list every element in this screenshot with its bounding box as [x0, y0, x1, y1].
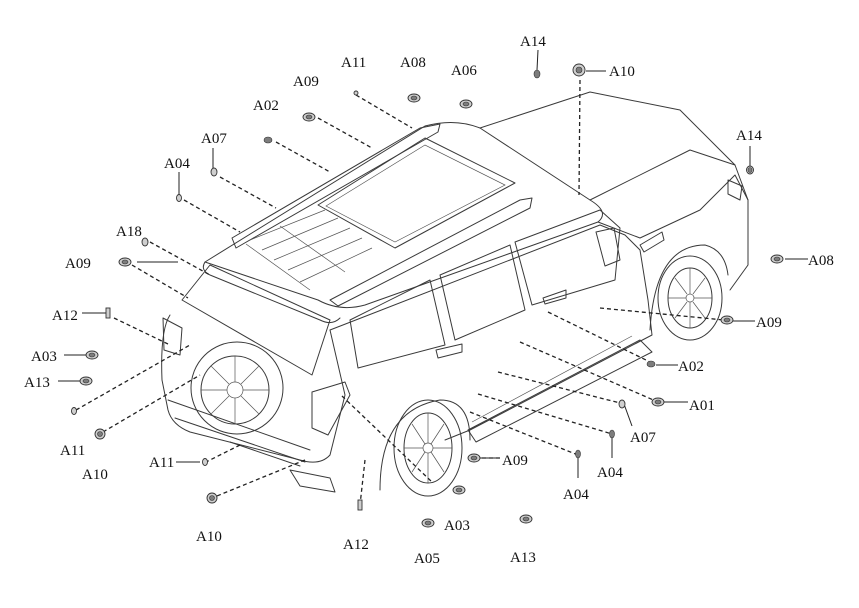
label-a07-right: A07	[630, 430, 656, 446]
label-a14-roof: A14	[520, 34, 546, 50]
plug-a08-right	[770, 254, 784, 264]
label-a07-roof: A07	[201, 131, 227, 147]
label-a12-bottom: A12	[343, 537, 369, 553]
plug-a08-roof	[407, 93, 421, 103]
rear-wheel	[379, 399, 471, 497]
spare-wheel	[190, 341, 284, 435]
front-wheel	[649, 244, 729, 341]
label-a12-left: A12	[52, 308, 78, 324]
label-a04-roof: A04	[164, 156, 190, 172]
label-a08-right: A08	[808, 253, 834, 269]
label-a06: A06	[451, 63, 477, 79]
plug-a09-left	[118, 257, 132, 267]
label-a10-bottom: A10	[196, 529, 222, 545]
plug-a11-roof	[353, 90, 359, 96]
label-a02-right: A02	[678, 359, 704, 375]
leader-lines	[58, 49, 808, 506]
plug-a02-right	[646, 360, 656, 368]
plug-a04-right-1	[575, 449, 581, 459]
plug-a10-bottom	[206, 492, 218, 504]
label-a05: A05	[414, 551, 440, 567]
label-a11-left: A11	[60, 443, 85, 459]
plug-a10-left	[94, 428, 106, 440]
label-a09-roof: A09	[293, 74, 319, 90]
plug-a13-left	[79, 376, 93, 386]
label-a04-right-1: A04	[563, 487, 589, 503]
plug-a13-bottom	[519, 514, 533, 524]
label-a11-roof: A11	[341, 55, 366, 71]
label-a03-left: A03	[31, 349, 57, 365]
label-a10-roof: A10	[609, 64, 635, 80]
label-a18: A18	[116, 224, 142, 240]
plug-a12-left	[105, 307, 111, 319]
label-a09-right: A09	[756, 315, 782, 331]
plug-a04-roof	[176, 194, 182, 202]
label-a03-bottom: A03	[444, 518, 470, 534]
plug-a12-bottom	[357, 499, 363, 511]
callout-labels: A11 A08 A06 A14 A10 A09 A02 A07 A04 A18 …	[24, 34, 834, 567]
label-a13-bottom: A13	[510, 550, 536, 566]
plug-a11-bottom	[202, 458, 208, 466]
label-a04-right-2: A04	[597, 465, 623, 481]
plug-a03-left	[85, 350, 99, 360]
plug-a14-right	[746, 165, 754, 175]
plug-a02-roof	[263, 136, 273, 144]
plug-a03-bottom	[452, 485, 466, 495]
label-a11-bottom: A11	[149, 455, 174, 471]
plug-a09-right	[720, 315, 734, 325]
plug-a11-left	[71, 407, 77, 415]
plug-a07-right	[618, 399, 626, 409]
label-a02-roof: A02	[253, 98, 279, 114]
label-a10-left: A10	[82, 467, 108, 483]
plug-a07-roof	[210, 167, 218, 177]
plug-a14-roof	[533, 69, 541, 79]
plug-symbols	[71, 63, 784, 528]
plug-a10-roof	[572, 63, 586, 77]
label-a09-bottom: A09	[502, 453, 528, 469]
plug-a09-roof	[302, 112, 316, 122]
label-a09-left: A09	[65, 256, 91, 272]
plug-a05	[421, 518, 435, 528]
label-a01: A01	[689, 398, 715, 414]
plug-a09-bottom	[467, 453, 481, 463]
label-a08-roof: A08	[400, 55, 426, 71]
plug-a06-roof	[459, 99, 473, 109]
label-a14-right: A14	[736, 128, 762, 144]
plug-a18	[141, 237, 149, 247]
plug-a04-right-2	[609, 429, 615, 439]
label-a13-left: A13	[24, 375, 50, 391]
suv-body-illustration	[161, 91, 749, 497]
plug-a01	[651, 397, 665, 407]
